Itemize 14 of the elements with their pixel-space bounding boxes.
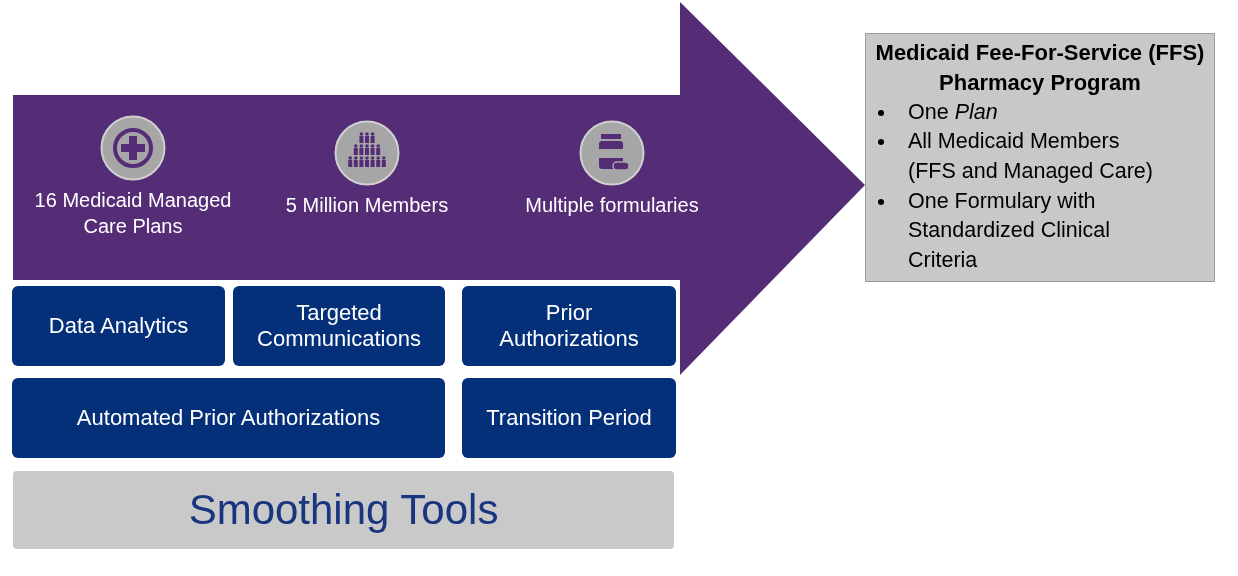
process-box: Automated Prior Authorizations [12,378,445,458]
bullet-item: All Medicaid Members (FFS and Managed Care) [908,129,1153,184]
info-box [865,33,1215,282]
box-heading: Medicaid Fee-For-Service (FFS) Pharmacy Program [874,39,1206,97]
bullet-item: One Plan [908,99,998,124]
process-box: Data Analytics [12,286,225,366]
process-box: Targeted Communications [233,286,445,366]
process-box: Prior Authorizations [462,286,676,366]
bullet-item: One Formulary with Standardized Clinical Criteria [908,188,1110,273]
icon-caption: 16 Medicaid Managed Care Plans [33,188,233,239]
icon-caption: Multiple formularies [524,193,700,218]
process-box: Transition Period [462,378,676,458]
icon-caption: 5 Million Members [284,193,450,218]
banner-box: Smoothing Tools [13,471,674,549]
